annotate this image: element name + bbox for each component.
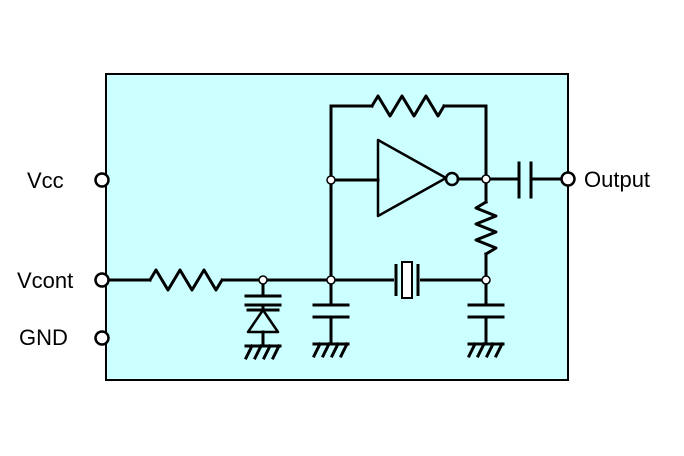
output-label: Output xyxy=(584,167,650,192)
junction-dot xyxy=(481,275,491,285)
vcont-terminal xyxy=(94,272,110,288)
ground-symbol xyxy=(466,341,505,359)
ground-symbol xyxy=(311,341,350,359)
vcc-label: Vcc xyxy=(27,168,64,193)
junction-dot xyxy=(326,275,336,285)
output-capacitor xyxy=(484,161,565,199)
capacitor-left xyxy=(312,278,350,346)
vcc-terminal xyxy=(94,172,110,188)
ground-symbol xyxy=(243,343,282,361)
feedback-resistor xyxy=(329,94,488,118)
capacitor-right xyxy=(467,303,505,346)
crystal xyxy=(394,261,420,299)
gnd-label: GND xyxy=(19,325,68,350)
output-terminal xyxy=(560,171,576,187)
junction-dot xyxy=(258,275,268,285)
gnd-terminal xyxy=(94,330,110,346)
vcont-label: Vcont xyxy=(17,268,73,293)
junction-dot xyxy=(326,175,336,185)
junction-dot xyxy=(481,174,491,184)
module-box xyxy=(105,73,569,381)
